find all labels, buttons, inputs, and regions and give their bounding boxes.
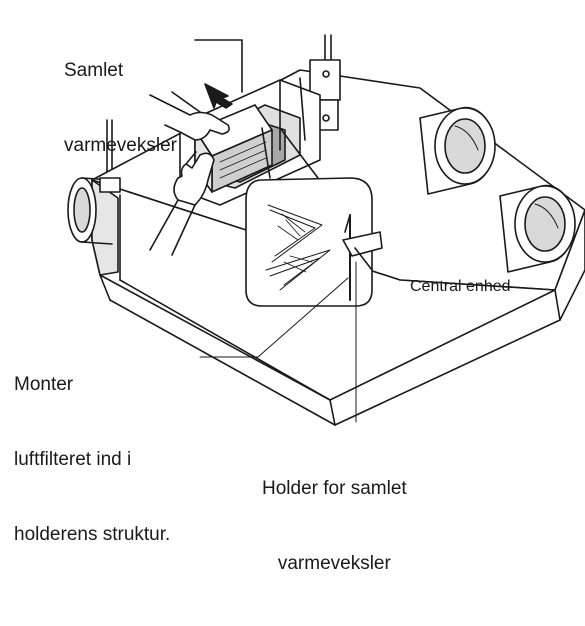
label-holder-samlet: Holder for samlet varmeveksler (262, 426, 407, 626)
label-holder-line1: Holder for samlet (262, 476, 407, 501)
label-samlet-line2: varmeveksler (64, 133, 177, 158)
label-central-enhed: Central enhed (410, 277, 511, 297)
insertion-arrow-icon (205, 84, 232, 108)
label-samlet-varmeveksler: Samlet varmeveksler (64, 8, 177, 208)
label-samlet-line1: Samlet (64, 58, 177, 83)
samlet-leader-line (195, 40, 242, 92)
label-monter-line3: holderens struktur. (14, 522, 170, 547)
label-monter-line1: Monter (14, 372, 170, 397)
label-monter-line2: luftfilteret ind i (14, 447, 170, 472)
label-holder-line2: varmeveksler (262, 551, 407, 576)
diagram-stage: Samlet varmeveksler Central enhed Monter… (0, 0, 585, 479)
label-monter-luftfilter: Monter luftfilteret ind i holderens stru… (14, 322, 170, 597)
